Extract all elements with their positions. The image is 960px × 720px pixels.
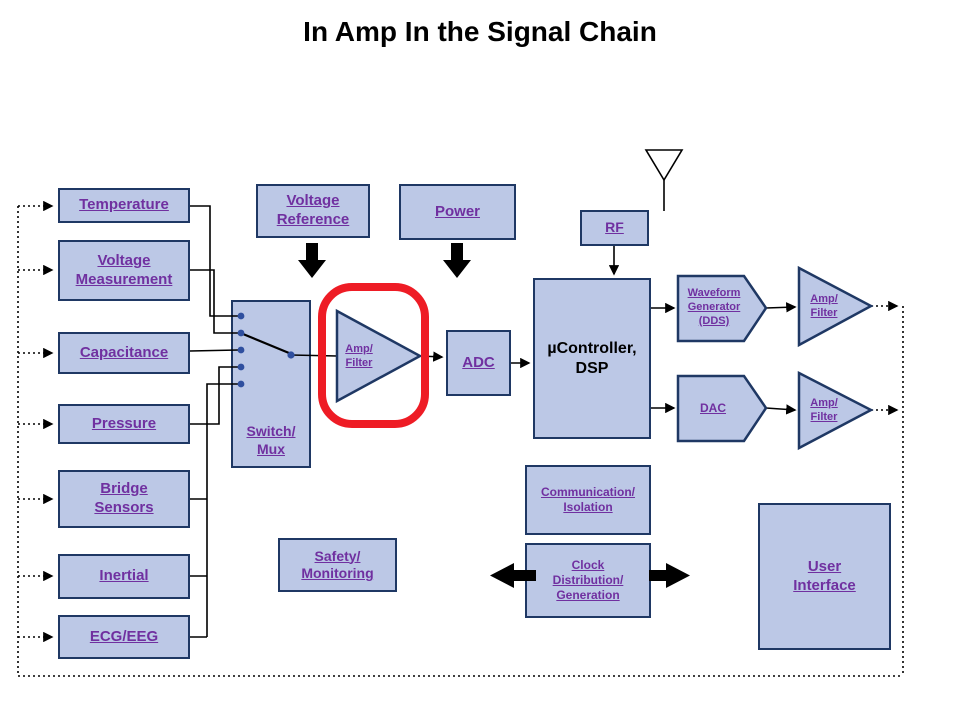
- block-ecg-eeg: ECG/EEG: [58, 615, 190, 659]
- block-switch-mux-label: Switch/ Mux: [246, 423, 296, 457]
- block-bridge-sensors: Bridge Sensors: [58, 470, 190, 528]
- block-user-interface: User Interface: [758, 503, 891, 650]
- block-switch-mux: Switch/ Mux: [231, 300, 311, 468]
- dac-label: DAC: [700, 401, 726, 415]
- block-capacitance-label: Capacitance: [79, 343, 169, 361]
- block-rf: RF: [580, 210, 649, 246]
- block-microcontroller: µController, DSP: [533, 278, 651, 439]
- block-communication-isolation: Communication/ Isolation: [525, 465, 651, 535]
- amp-filter-top-label: Amp/ Filter: [810, 293, 838, 319]
- block-adc: ADC: [446, 330, 511, 396]
- block-capacitance: Capacitance: [58, 332, 190, 374]
- block-power-label: Power: [434, 202, 480, 220]
- block-temperature: Temperature: [58, 188, 190, 223]
- block-bridge-sensors-label: Bridge Sensors: [94, 480, 154, 516]
- block-microcontroller-label: µController, DSP: [547, 339, 637, 377]
- power-down-arrow: [443, 243, 471, 278]
- block-inertial-label: Inertial: [99, 567, 149, 585]
- block-user-interface-label: User Interface: [793, 557, 856, 594]
- block-clock-distribution-label: Clock Distribution/ Generation: [552, 558, 624, 602]
- block-voltage-measurement: Voltage Measurement: [58, 240, 190, 301]
- clock-right-arrow: [649, 563, 690, 588]
- block-safety-monitoring-label: Safety/ Monitoring: [301, 547, 374, 582]
- block-ecg-eeg-label: ECG/EEG: [89, 627, 159, 645]
- block-clock-distribution: Clock Distribution/ Generation: [525, 543, 651, 618]
- block-pressure-label: Pressure: [91, 414, 157, 432]
- antenna-icon: [644, 149, 684, 182]
- block-temperature-label: Temperature: [79, 196, 169, 214]
- block-inertial: Inertial: [58, 554, 190, 599]
- block-communication-isolation-label: Communication/ Isolation: [540, 485, 635, 514]
- amp-filter-main-label: Amp/ Filter: [345, 343, 373, 369]
- block-voltage-reference-label: Voltage Reference: [276, 192, 350, 228]
- amp-filter-bottom-label: Amp/ Filter: [810, 397, 838, 423]
- block-rf-label: RF: [605, 219, 624, 236]
- page-title: In Amp In the Signal Chain: [303, 16, 657, 47]
- block-voltage-reference: Voltage Reference: [256, 184, 370, 238]
- block-power: Power: [399, 184, 516, 240]
- voltage-reference-down-arrow: [298, 243, 326, 278]
- block-voltage-measurement-label: Voltage Measurement: [75, 251, 173, 288]
- block-pressure: Pressure: [58, 404, 190, 444]
- block-safety-monitoring: Safety/ Monitoring: [278, 538, 397, 592]
- block-adc-label: ADC: [462, 353, 495, 371]
- waveform-generator-label: Waveform Generator (DDS): [687, 287, 741, 327]
